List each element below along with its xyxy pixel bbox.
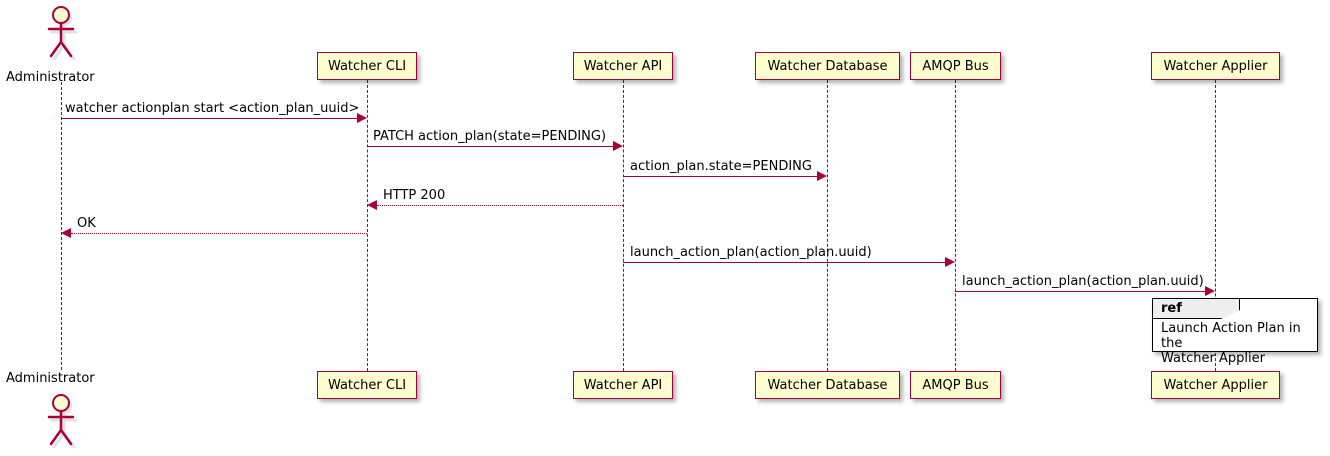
lifeline-watcher-database — [827, 80, 828, 371]
lifeline-watcher-cli — [367, 80, 368, 371]
participant-watcher-cli-top[interactable]: Watcher CLI — [317, 52, 417, 80]
ref-fragment-keyword-header: ref — [1153, 299, 1240, 319]
actor-figure-icon — [47, 6, 78, 61]
message-arrowhead-watcher-actionplan-start — [357, 113, 367, 123]
participant-label: AMQP Bus — [922, 377, 989, 393]
lifeline-amqp-bus — [955, 80, 956, 371]
participant-label: Watcher Applier — [1163, 377, 1268, 393]
participant-label: Watcher CLI — [327, 377, 407, 393]
participant-watcher-api-bottom[interactable]: Watcher API — [573, 371, 673, 399]
participant-label: Watcher Database — [767, 377, 888, 393]
message-label-patch-action-plan: PATCH action_plan(state=PENDING) — [373, 129, 607, 144]
participant-amqp-bus-top[interactable]: AMQP Bus — [910, 52, 1001, 80]
participant-watcher-database-bottom[interactable]: Watcher Database — [755, 371, 900, 399]
message-label-ok: OK — [77, 216, 96, 231]
participant-label: Watcher Database — [767, 58, 888, 74]
message-label-watcher-actionplan-start: watcher actionplan start <action_plan_uu… — [65, 101, 360, 116]
ref-fragment-body: Launch Action Plan in the Watcher Applie… — [1161, 321, 1301, 366]
actor-label-administrator-bottom: Administrator — [6, 371, 95, 386]
participant-watcher-applier-bottom[interactable]: Watcher Applier — [1151, 371, 1280, 399]
message-arrowhead-launch-action-plan-api-to-bus — [945, 257, 955, 267]
participant-label: Watcher API — [583, 58, 663, 74]
message-label-action-plan-state-pending: action_plan.state=PENDING — [630, 159, 812, 174]
participant-watcher-database-top[interactable]: Watcher Database — [755, 52, 900, 80]
message-label-launch-action-plan-api-to-bus: launch_action_plan(action_plan.uuid) — [630, 245, 872, 260]
lifeline-watcher-api — [623, 80, 624, 371]
message-arrowhead-ok — [61, 228, 71, 238]
message-line-http-200 — [377, 205, 623, 206]
lifeline-administrator — [61, 82, 62, 370]
message-line-patch-action-plan — [367, 146, 614, 147]
message-arrowhead-http-200 — [367, 200, 377, 210]
actor-figure-icon — [47, 394, 78, 449]
message-line-launch-action-plan-api-to-bus — [623, 262, 946, 263]
message-arrowhead-action-plan-state-pending — [817, 171, 827, 181]
actor-administrator-bottom — [39, 392, 83, 449]
message-label-http-200: HTTP 200 — [383, 188, 446, 203]
participant-label: AMQP Bus — [922, 58, 989, 74]
ref-fragment-keyword: ref — [1161, 301, 1182, 316]
participant-label: Watcher CLI — [327, 58, 407, 74]
actor-label-administrator-top: Administrator — [6, 70, 95, 85]
actor-administrator-top — [39, 4, 83, 61]
message-label-launch-action-plan-bus-to-applier: launch_action_plan(action_plan.uuid) — [962, 274, 1204, 289]
participant-watcher-applier-top[interactable]: Watcher Applier — [1151, 52, 1280, 80]
message-line-action-plan-state-pending — [623, 176, 818, 177]
message-arrowhead-patch-action-plan — [613, 141, 623, 151]
message-line-ok — [71, 233, 367, 234]
participant-watcher-cli-bottom[interactable]: Watcher CLI — [317, 371, 417, 399]
message-line-watcher-actionplan-start — [61, 118, 358, 119]
lifeline-watcher-applier — [1215, 80, 1216, 371]
ref-fragment: ref Launch Action Plan in the Watcher Ap… — [1152, 298, 1318, 366]
participant-amqp-bus-bottom[interactable]: AMQP Bus — [910, 371, 1001, 399]
participant-label: Watcher API — [583, 377, 663, 393]
message-arrowhead-launch-action-plan-bus-to-applier — [1205, 286, 1215, 296]
participant-watcher-api-top[interactable]: Watcher API — [573, 52, 673, 80]
participant-label: Watcher Applier — [1163, 58, 1268, 74]
message-line-launch-action-plan-bus-to-applier — [955, 291, 1206, 292]
